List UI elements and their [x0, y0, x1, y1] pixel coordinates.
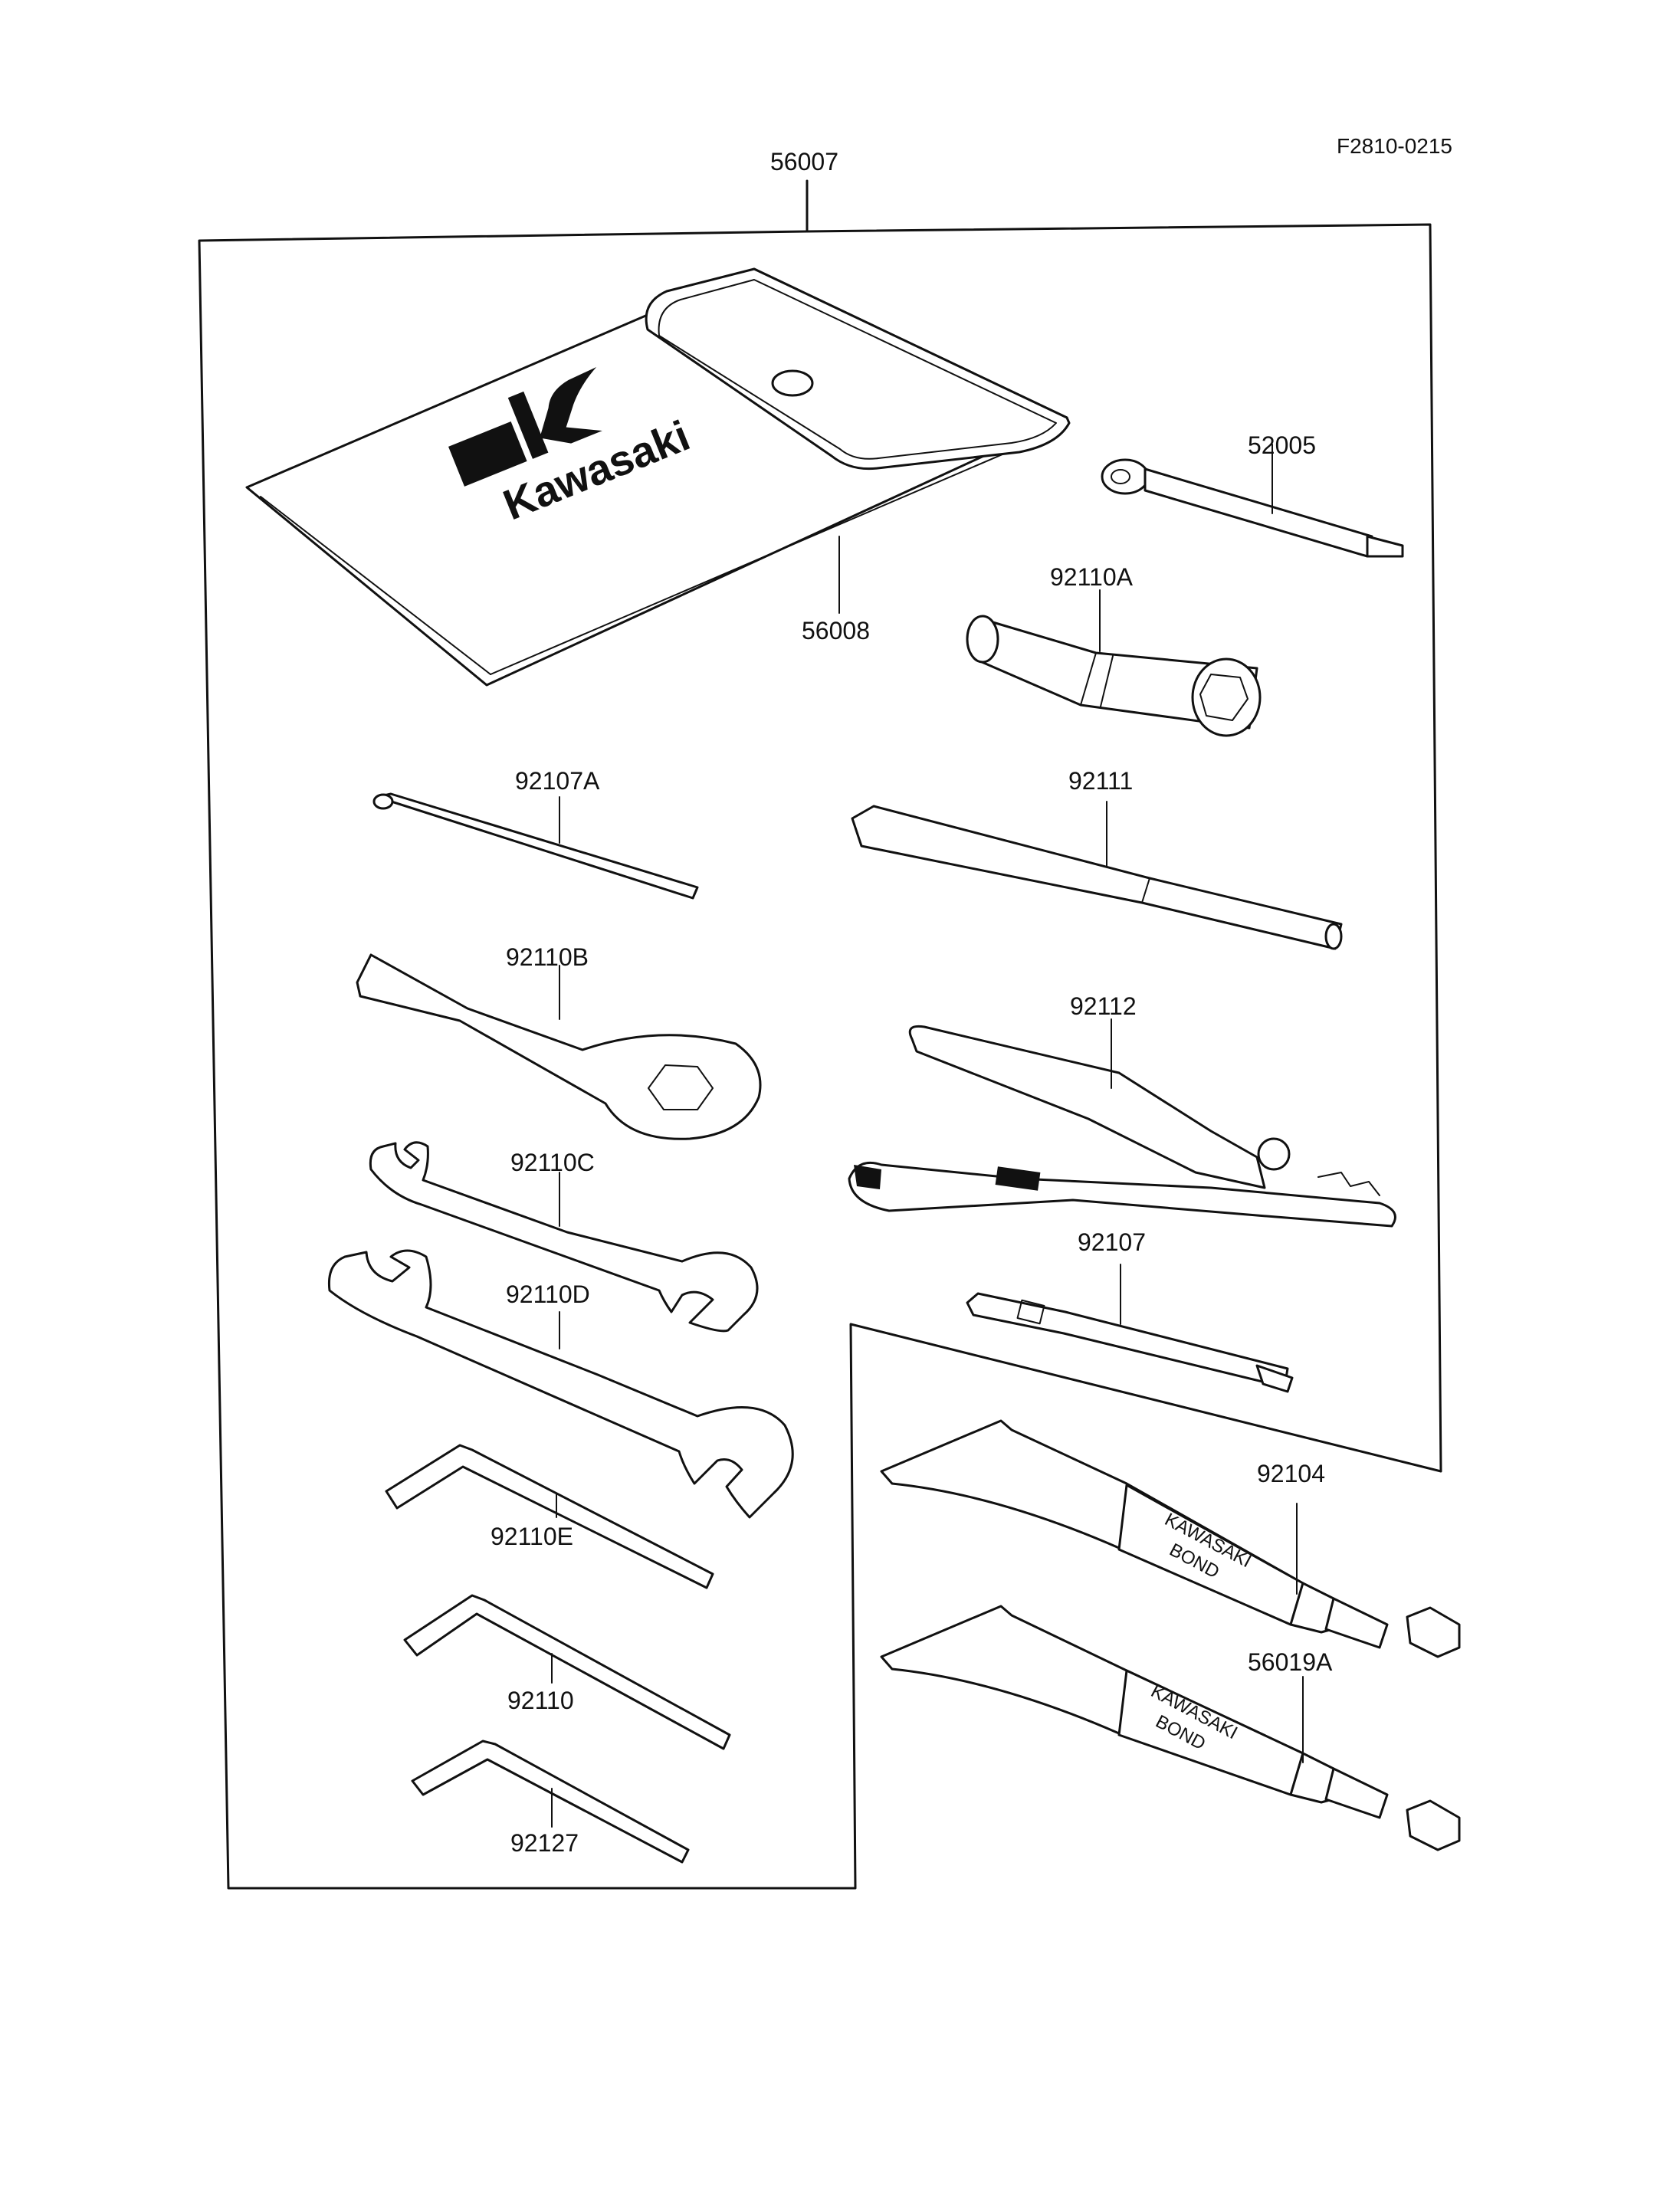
part-label-92107A: 92107A: [515, 767, 600, 795]
part-label-92127: 92127: [510, 1829, 579, 1857]
open-end-wrench-large: [327, 1249, 794, 1519]
part-label-92110E: 92110E: [491, 1523, 573, 1550]
part-label-92110D: 92110D: [506, 1280, 590, 1308]
part-label-92112: 92112: [1070, 992, 1137, 1020]
open-end-wrench-small: [369, 1141, 759, 1333]
part-label-92111: 92111: [1068, 767, 1133, 795]
box-wrench: [356, 953, 762, 1140]
hex-key-small: [411, 1740, 690, 1864]
handle-extension-bar: [851, 801, 1343, 950]
part-label-52005: 52005: [1248, 431, 1316, 459]
kit-boundary: [198, 179, 1442, 1890]
part-label-56008: 56008: [802, 617, 870, 644]
part-label-92110C: 92110C: [510, 1149, 595, 1176]
hex-key-large: [385, 1444, 714, 1589]
phillips-screwdriver: [966, 1264, 1294, 1393]
part-label-56019A: 56019A: [1248, 1648, 1333, 1676]
part-label-92110B: 92110B: [506, 943, 589, 971]
hex-key-medium: [403, 1594, 731, 1750]
slip-joint-pliers: [848, 1018, 1396, 1228]
snap-button: [771, 369, 814, 397]
part-label-92110A: 92110A: [1050, 563, 1134, 591]
part-label-92107: 92107: [1078, 1228, 1146, 1256]
figure-code: F2810-0215: [1337, 134, 1452, 158]
kit-number-label: 56007: [770, 148, 838, 175]
part-label-92110: 92110: [507, 1687, 574, 1714]
screwdriver-bent-handle: [1101, 444, 1404, 558]
bond-tube-2: KAWASAKI BOND: [880, 1605, 1461, 1851]
slim-screwdriver: [372, 792, 699, 900]
tool-pouch: Kawasaki: [245, 267, 1071, 687]
part-label-92104: 92104: [1257, 1460, 1325, 1487]
plug-socket-wrench: [966, 589, 1262, 737]
